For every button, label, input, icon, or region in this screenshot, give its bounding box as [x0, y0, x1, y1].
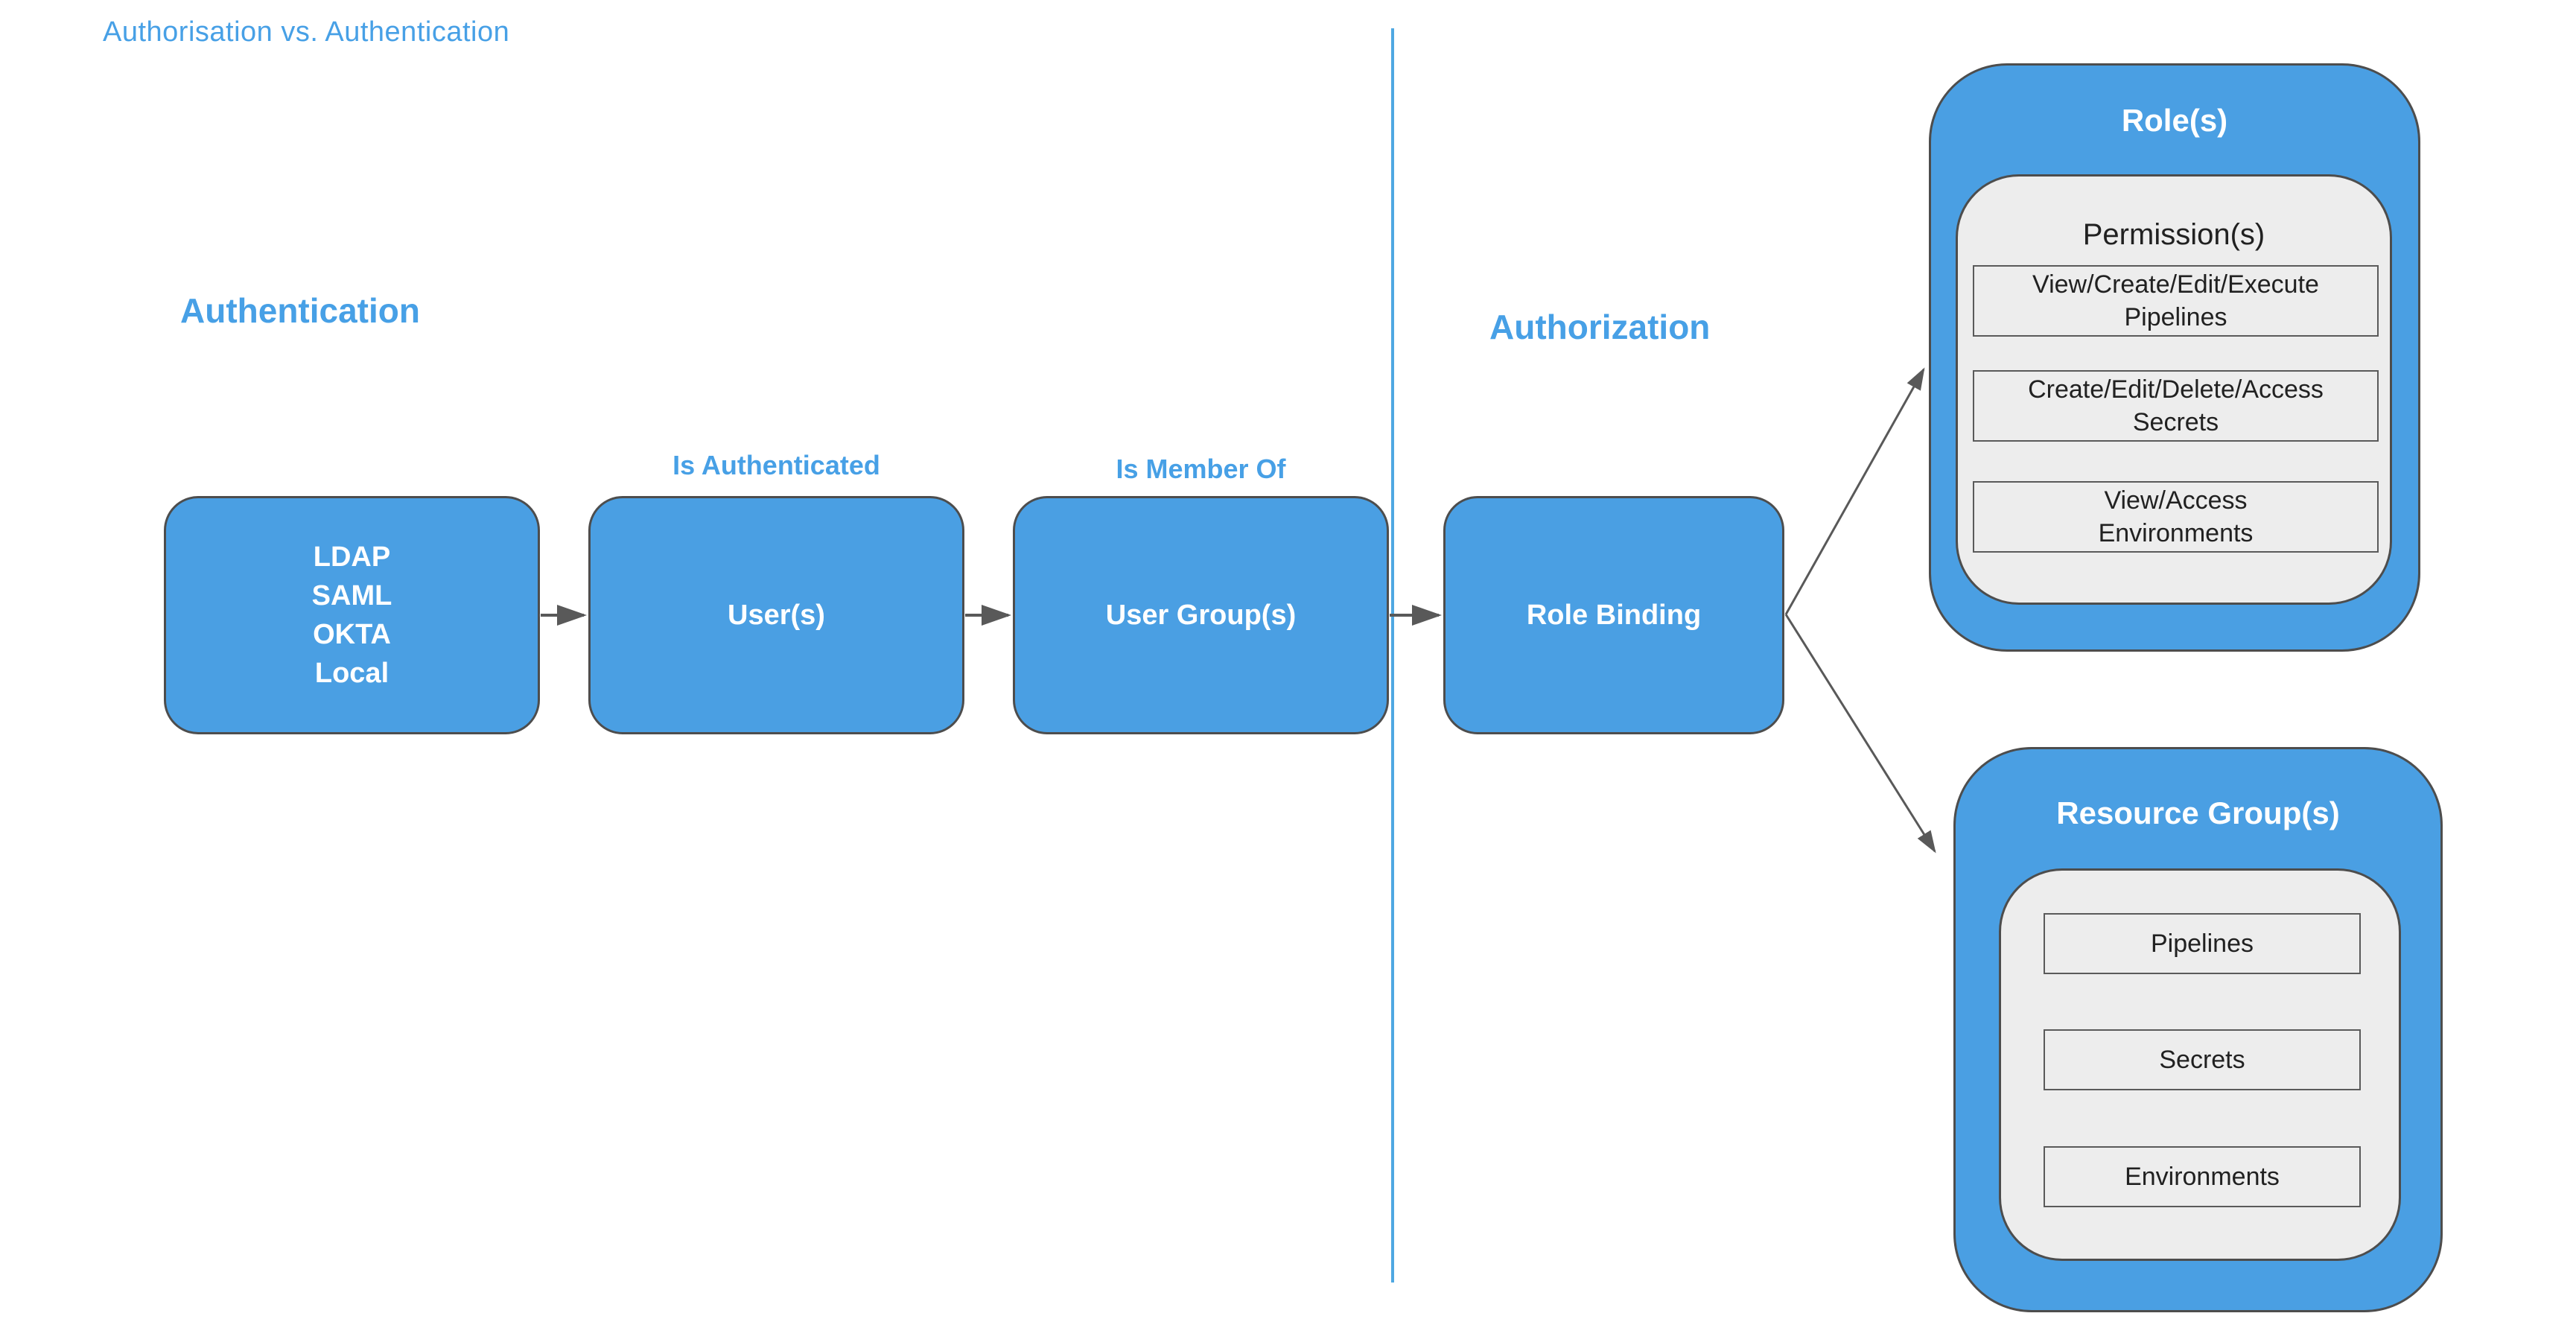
permission-item-line: View/Create/Edit/Execute: [2032, 270, 2319, 299]
permission-item-line: Create/Edit/Delete/Access: [2028, 375, 2324, 404]
identity-provider-okta: OKTA: [313, 619, 391, 650]
resource-groups-title: Resource Group(s): [2056, 795, 2340, 830]
roles-box: Role(s) Permission(s) View/Create/Edit/E…: [1929, 63, 2420, 652]
permission-item-line: Environments: [2098, 519, 2254, 547]
node-user-groups: User Group(s): [1013, 496, 1389, 734]
annotation-is-authenticated: Is Authenticated: [672, 450, 880, 480]
node-users: User(s): [588, 496, 964, 734]
node-label: Role Binding: [1526, 599, 1702, 631]
resource-item-environments: Environments: [2044, 1146, 2361, 1207]
section-heading-authorization: Authorization: [1489, 308, 1711, 346]
resource-item-secrets: Secrets: [2044, 1029, 2361, 1090]
permission-item-environments: View/Access Environments: [1973, 481, 2379, 553]
roles-title: Role(s): [2121, 103, 2228, 138]
section-heading-authentication: Authentication: [180, 291, 420, 330]
permission-item-secrets: Create/Edit/Delete/Access Secrets: [1973, 370, 2379, 442]
node-identity-providers: LDAP SAML OKTA Local: [164, 496, 540, 734]
identity-provider-list: LDAP SAML OKTA Local: [312, 538, 392, 693]
permission-item-line: Secrets: [2132, 408, 2219, 436]
node-label: User(s): [728, 599, 825, 631]
arrow-rolebinding-to-resource-groups: [1784, 614, 1936, 854]
permission-item-line: View/Access: [2104, 486, 2248, 515]
resource-groups-box: Resource Group(s) Pipelines Secrets Envi…: [1953, 747, 2443, 1312]
node-role-binding: Role Binding: [1443, 496, 1784, 734]
annotation-is-member-of: Is Member Of: [1116, 454, 1286, 484]
identity-provider-ldap: LDAP: [313, 541, 391, 573]
identity-provider-local: Local: [314, 658, 389, 689]
permissions-panel: Permission(s) View/Create/Edit/Execute P…: [1956, 174, 2392, 605]
permission-item-pipelines: View/Create/Edit/Execute Pipelines: [1973, 265, 2379, 337]
resources-panel: Pipelines Secrets Environments: [1999, 868, 2401, 1261]
permissions-title: Permission(s): [2082, 218, 2265, 251]
permission-item-line: Pipelines: [2124, 303, 2227, 331]
arrow-rolebinding-to-roles: [1784, 367, 1925, 615]
page-title: Authorisation vs. Authentication: [103, 16, 510, 48]
node-label: User Group(s): [1105, 599, 1297, 631]
resource-item-pipelines: Pipelines: [2044, 913, 2361, 974]
identity-provider-saml: SAML: [311, 580, 392, 611]
